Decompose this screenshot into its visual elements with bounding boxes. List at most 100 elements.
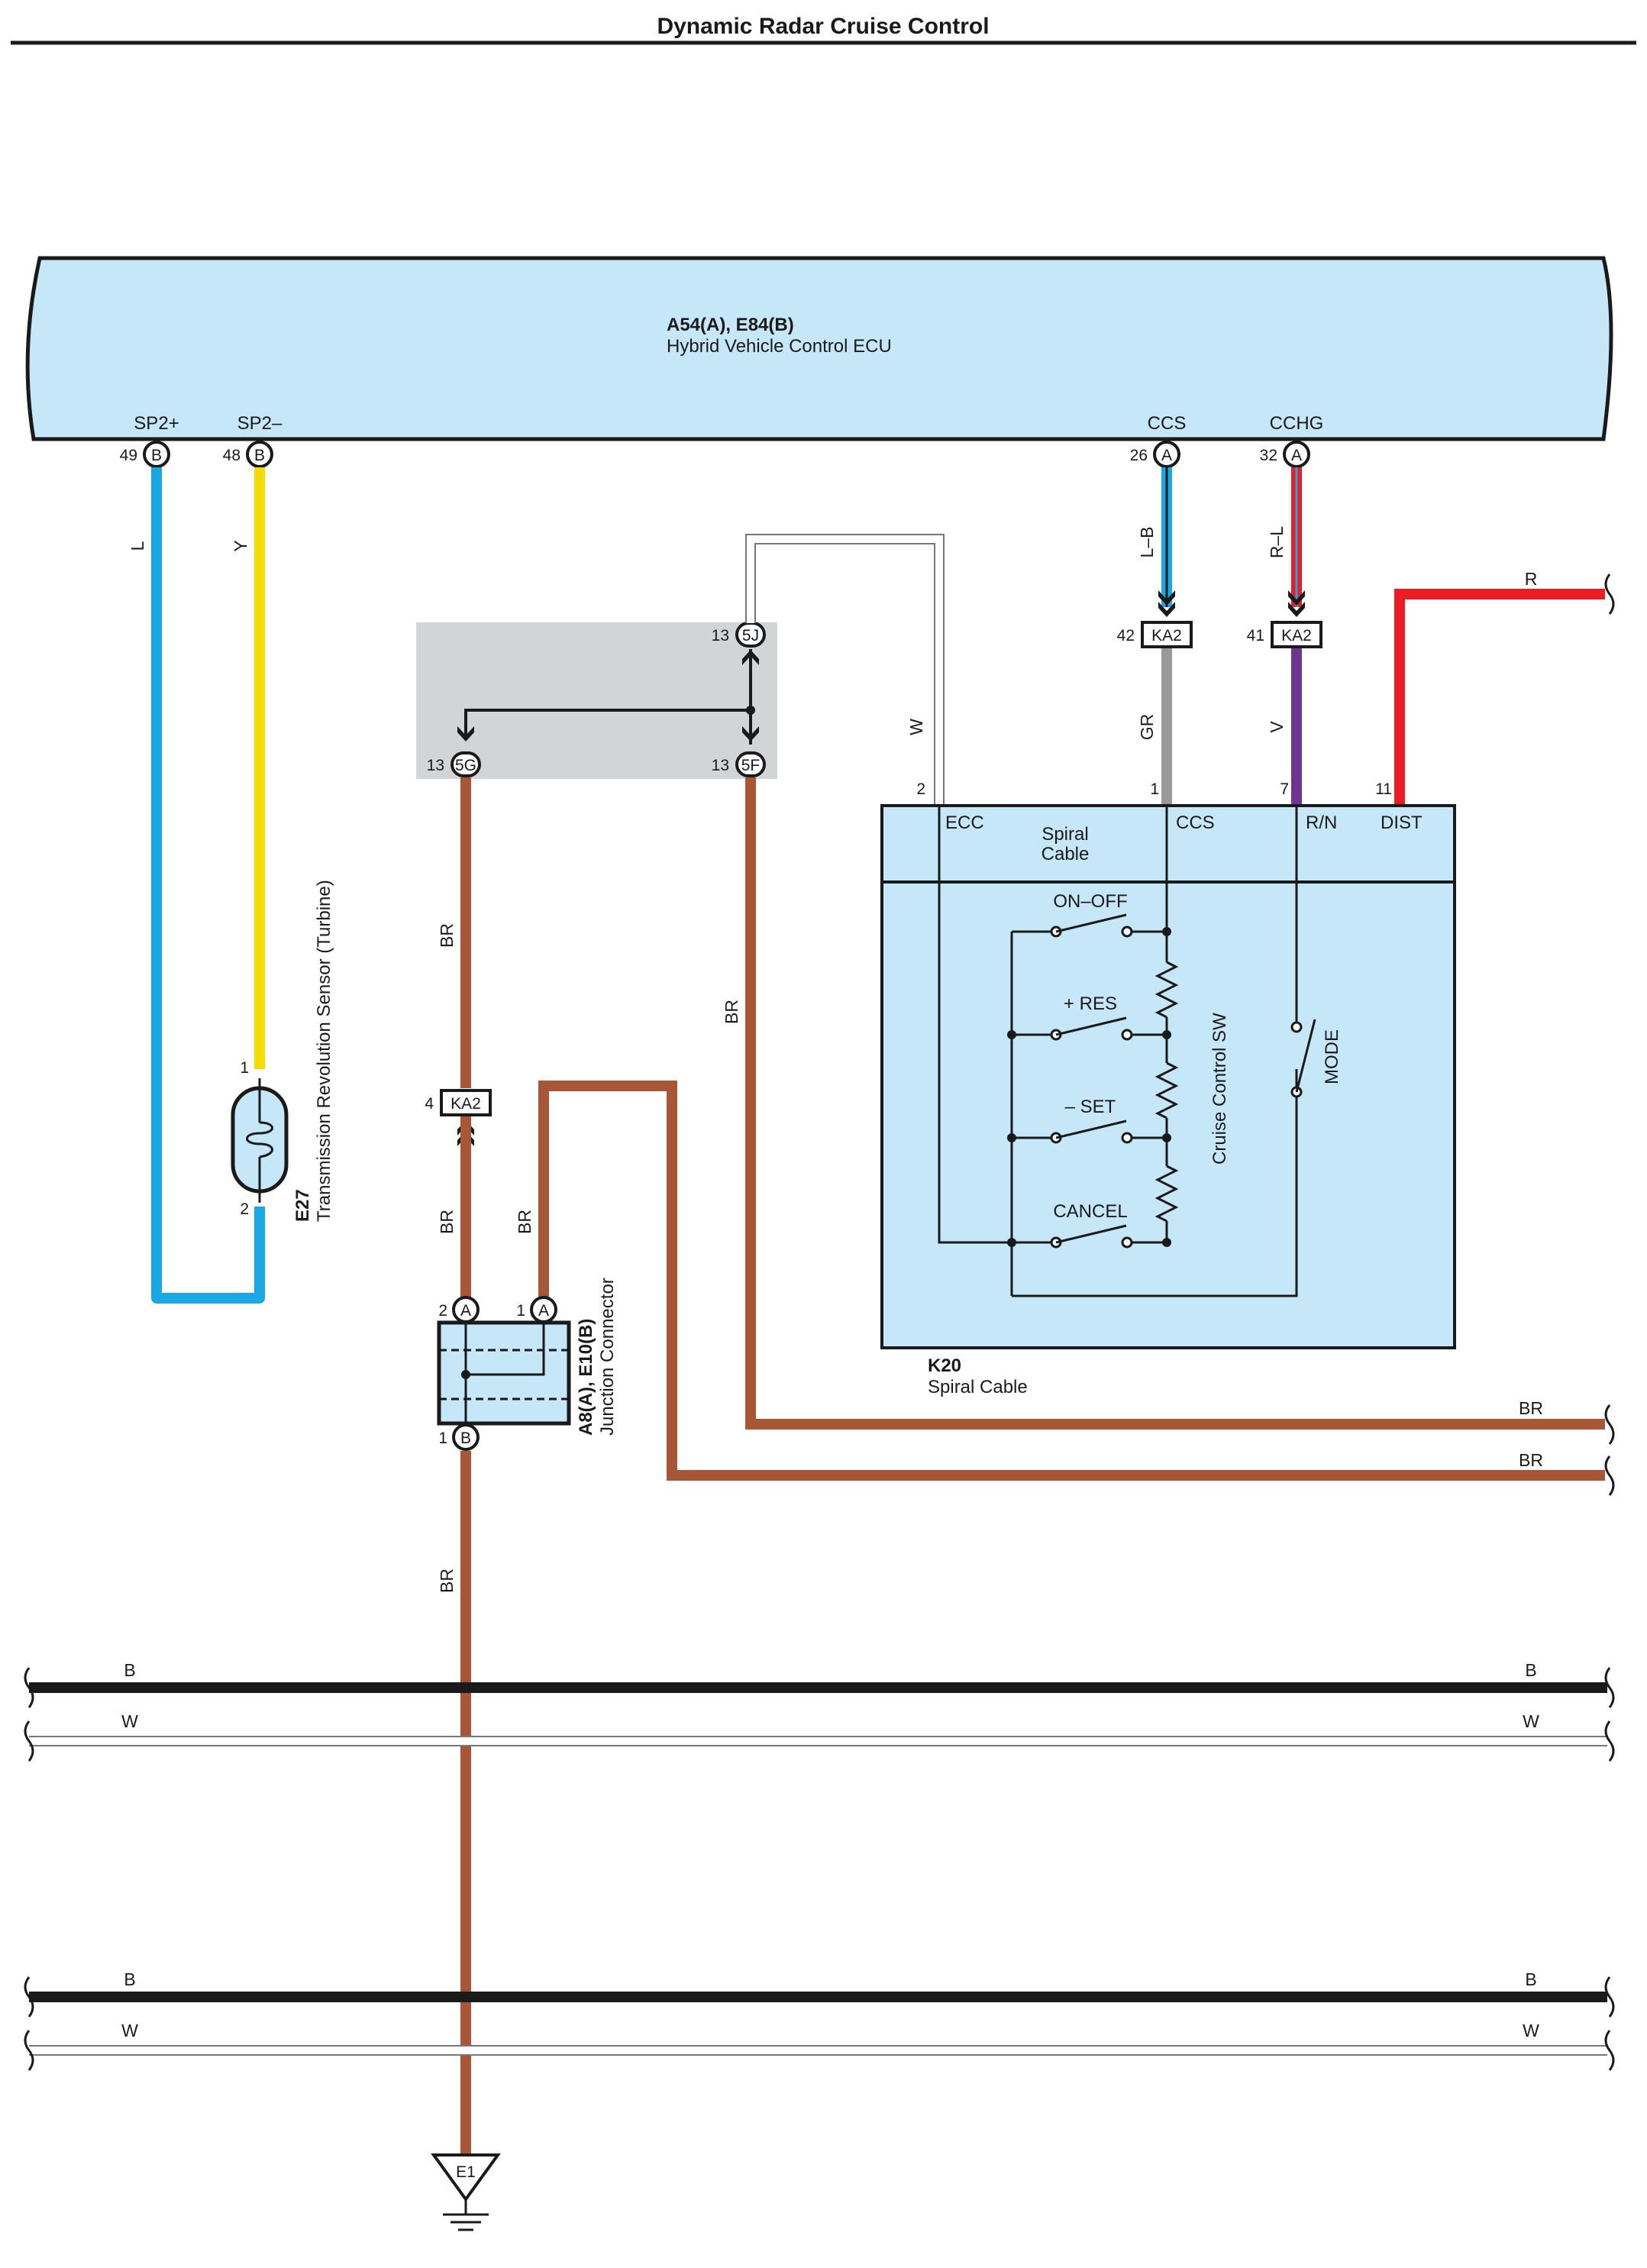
switch-set: – SET	[1012, 1097, 1167, 1144]
wire-label-r: R	[1525, 569, 1538, 589]
wire-br-3	[538, 1081, 1605, 1481]
svg-text:26: 26	[1130, 447, 1148, 464]
bus2-w-left: W	[121, 2021, 138, 2040]
wire-ccs-ecu: L–B	[1137, 467, 1175, 617]
wire-label-w-ecc: W	[906, 719, 926, 735]
wire-label-rl: R–L	[1267, 526, 1287, 558]
wire-label-br-5: BR	[722, 1000, 741, 1024]
pin-5f-num: 13	[712, 757, 729, 774]
k20-name: Spiral Cable	[928, 1377, 1028, 1397]
sensor-pin-2: 2	[240, 1200, 249, 1218]
connector-ka2-42: KA2 42	[1117, 621, 1193, 648]
bus1-b-right: B	[1525, 1660, 1536, 1680]
ground-e1: E1	[431, 2153, 501, 2231]
k20-terminal-1-num: 1	[1150, 780, 1159, 798]
sensor-pin-1: 1	[240, 1059, 249, 1077]
jc-pin-1b-conn: B	[460, 1430, 471, 1447]
bus2-w-right: W	[1523, 2021, 1539, 2040]
jc-pin-2-conn: A	[460, 1302, 471, 1320]
svg-text:SP2–: SP2–	[237, 413, 283, 434]
wire-label-l: L	[128, 541, 147, 551]
ecu-name: Hybrid Vehicle Control ECU	[667, 336, 892, 357]
jc-id: A8(A), E10(B)	[576, 1319, 596, 1436]
mode-label: MODE	[1322, 1029, 1342, 1084]
pin-5j: 5J	[742, 627, 759, 645]
svg-text:A: A	[1291, 447, 1302, 464]
bus-set-1: B B W W	[24, 1660, 1615, 1762]
break-dist	[1604, 573, 1615, 615]
svg-text:CCS: CCS	[1148, 413, 1187, 434]
bus1-w-right: W	[1523, 1711, 1539, 1731]
connector-ka2-4: KA2 4	[425, 1089, 492, 1146]
svg-text:A: A	[1161, 447, 1172, 464]
switch-res: + RES	[1012, 993, 1167, 1041]
svg-text:SP2+: SP2+	[134, 413, 179, 434]
k20-terminal-ccs: CCS	[1176, 813, 1215, 833]
wire-dist	[1394, 589, 1605, 806]
wire-label-br-1: BR	[437, 923, 457, 948]
jc-pin-1a-num: 1	[516, 1302, 525, 1320]
switch-res-label: + RES	[1064, 993, 1117, 1014]
jc-name: Junction Connector	[597, 1278, 618, 1436]
junction-connector: A 2 A 1 B 1 A8(A), E10(B) Junction Conne…	[437, 1278, 618, 1451]
wire-label-v: V	[1267, 721, 1287, 733]
ecu-id: A54(A), E84(B)	[667, 315, 794, 335]
bus1-w-left: W	[121, 1711, 138, 1731]
k20-terminal-2-num: 2	[916, 780, 925, 798]
switch-on-off: ON–OFF	[1012, 891, 1167, 938]
svg-text:CCHG: CCHG	[1270, 413, 1324, 434]
sensor-id: E27	[292, 1189, 313, 1222]
page-title: Dynamic Radar Cruise Control	[657, 14, 989, 39]
pin-5g-num: 13	[427, 757, 444, 774]
wire-br-5f	[745, 777, 1605, 1430]
jc-pin-1a-conn: A	[538, 1302, 549, 1320]
svg-text:KA2: KA2	[451, 1095, 481, 1113]
switch-cancel-label: CANCEL	[1053, 1201, 1127, 1222]
svg-text:KA2: KA2	[1151, 627, 1182, 645]
svg-text:41: 41	[1247, 627, 1264, 645]
switch-on-off-label: ON–OFF	[1053, 891, 1127, 912]
sensor-e27: 1 2 E27 Transmission Revolution Sensor (…	[231, 880, 334, 1222]
wire-label-br-6: BR	[1519, 1398, 1543, 1418]
ecu-pin-cchg: CCHG 32 A	[1260, 413, 1324, 468]
sensor-name: Transmission Revolution Sensor (Turbine)	[314, 880, 334, 1222]
pin-5f: 5F	[741, 757, 761, 774]
wire-sp2-plus	[151, 467, 265, 1304]
pin-5j-num: 13	[712, 627, 729, 645]
svg-text:48: 48	[223, 447, 241, 464]
svg-text:KA2: KA2	[1281, 627, 1312, 645]
break-br-1	[1604, 1404, 1615, 1445]
wire-ecc: W	[745, 534, 945, 806]
bus-set-2: B B W W	[24, 1969, 1615, 2071]
ecu-pin-sp2-plus: SP2+ 49 B	[120, 413, 179, 468]
break-br-2	[1604, 1455, 1615, 1496]
wire-label-br-3: BR	[515, 1210, 534, 1234]
svg-text:4: 4	[425, 1095, 434, 1113]
wire-label-gr: GR	[1137, 714, 1157, 741]
bus2-b-right: B	[1525, 1969, 1536, 1989]
k20-inner-label-2: Cable	[1041, 844, 1090, 864]
cruise-control-sw-label: Cruise Control SW	[1209, 1013, 1230, 1165]
svg-text:49: 49	[120, 447, 137, 464]
k20-terminal-11-num: 11	[1375, 780, 1392, 798]
wire-label-br-4: BR	[1519, 1450, 1543, 1470]
svg-text:B: B	[254, 447, 265, 464]
ecu-pin-sp2-minus: SP2– 48 B	[223, 413, 283, 468]
k20-terminal-7-num: 7	[1280, 780, 1289, 798]
ecu-pin-ccs: CCS 26 A	[1130, 413, 1187, 468]
svg-text:B: B	[151, 447, 162, 464]
k20-inner-label-1: Spiral	[1041, 824, 1088, 845]
jc-pin-2-num: 2	[438, 1302, 447, 1320]
ecu-block: A54(A), E84(B) Hybrid Vehicle Control EC…	[25, 256, 1613, 441]
ground-label: E1	[456, 2163, 476, 2181]
k20-terminal-rn: R/N	[1306, 813, 1337, 833]
svg-text:32: 32	[1260, 447, 1277, 464]
pin-5g: 5G	[455, 757, 476, 774]
k20-terminal-dist: DIST	[1381, 813, 1423, 833]
junction-block: 5J 13 5G 13 5F 13	[416, 622, 777, 779]
wire-label-br-7: BR	[437, 1569, 457, 1593]
switch-set-label: – SET	[1065, 1097, 1116, 1117]
svg-text:42: 42	[1117, 627, 1135, 645]
spiral-cable-k20: 2 1 7 11 ECC CCS R/N DIST Spiral Cable K…	[880, 780, 1456, 1397]
